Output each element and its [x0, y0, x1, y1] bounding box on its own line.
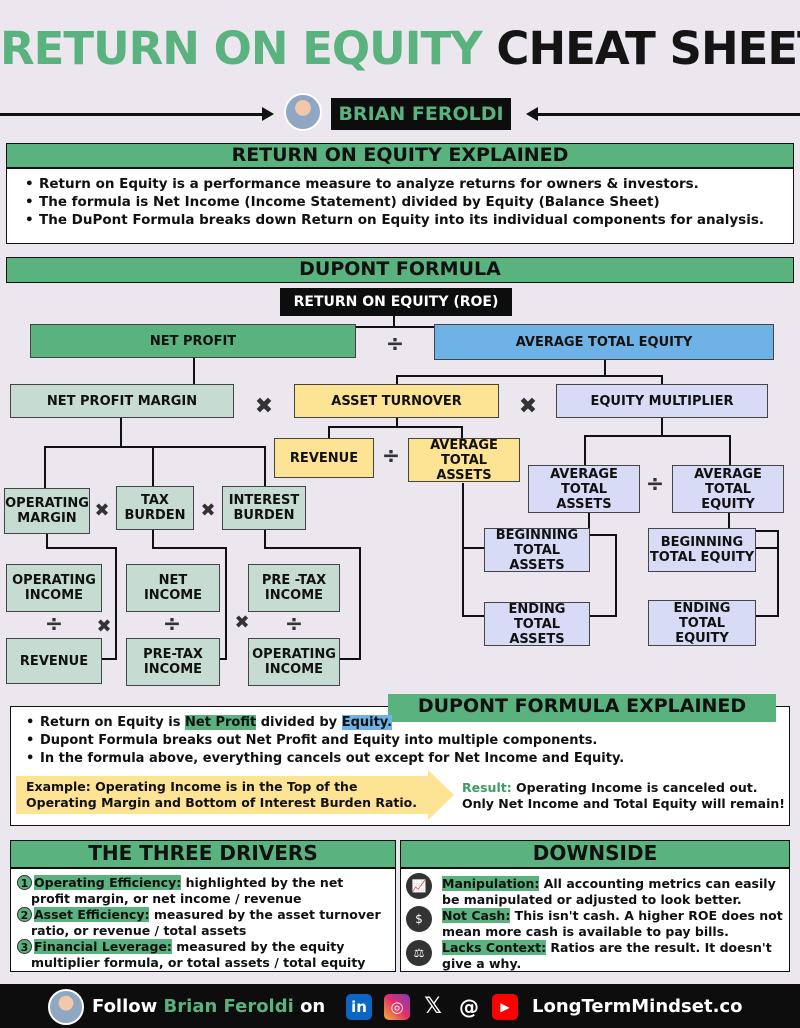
beginning-total-equity-box: BEGINNING TOTAL EQUITY [648, 528, 756, 572]
roe-explained-panel: Return on Equity is a performance measur… [6, 168, 794, 244]
operating-income-box: OPERATING INCOME [6, 564, 102, 612]
revenue-box: REVENUE [274, 438, 374, 478]
divide-icon: ÷ [645, 472, 665, 497]
list-item: Not Cash: This isn't cash. A higher ROE … [442, 908, 783, 923]
divider-left [0, 113, 262, 116]
list-item: Lacks Context: Ratios are the result. It… [442, 940, 772, 955]
x-icon[interactable]: 𝕏 [420, 994, 446, 1020]
list-item: Dupont Formula breaks out Net Profit and… [26, 732, 624, 750]
highlight-net-profit: Net Profit [185, 715, 257, 730]
divide-icon: ÷ [381, 444, 401, 469]
asset-turnover-box: ASSET TURNOVER [294, 384, 499, 418]
website-link[interactable]: LongTermMindset.co [532, 996, 743, 1017]
example-arrow-icon [428, 770, 454, 820]
footer-follow-text: Follow Brian Feroldi on [92, 996, 326, 1017]
dupont-explained-bullets: Return on Equity is Net Profit divided b… [26, 714, 624, 768]
highlight-equity: Equity. [341, 715, 393, 730]
multiply-icon: ✖ [518, 394, 538, 419]
net-profit-box: NET PROFIT [30, 324, 356, 358]
linkedin-icon[interactable]: in [346, 994, 372, 1020]
avatar [284, 93, 322, 131]
title-part-black: CHEAT SHEET [496, 22, 800, 75]
instagram-icon[interactable]: ◎ [384, 994, 410, 1020]
youtube-icon[interactable]: ▶ [492, 994, 518, 1020]
example-callout [16, 776, 428, 814]
divide-icon: ÷ [385, 332, 405, 357]
interest-burden-box: INTEREST BURDEN [222, 486, 306, 530]
divide-icon: ÷ [162, 612, 182, 637]
roe-box: RETURN ON EQUITY (ROE) [280, 288, 512, 316]
title-part-green: RETURN ON EQUITY [0, 22, 483, 75]
list-item: The DuPont Formula breaks down Return on… [25, 211, 793, 229]
avg-total-equity-box-2: AVERAGE TOTAL EQUITY [672, 465, 784, 513]
section-heading-roe-explained: RETURN ON EQUITY EXPLAINED [6, 143, 794, 168]
downside-items: Manipulation: All accounting metrics can… [442, 876, 783, 971]
multiply-icon: ✖ [234, 612, 250, 633]
net-profit-margin-box: NET PROFIT MARGIN [10, 384, 234, 418]
section-heading-downside: DOWNSIDE [400, 840, 790, 868]
author-name: BRIAN FEROLDI [331, 98, 511, 130]
section-heading-dupont: DUPONT FORMULA [6, 257, 794, 283]
list-item: In the formula above, everything cancels… [26, 750, 624, 768]
operating-income-box-2: OPERATING INCOME [248, 638, 340, 686]
result-text: Result: Operating Income is canceled out… [462, 780, 785, 811]
list-item: Manipulation: All accounting metrics can… [442, 876, 776, 891]
divide-icon: ÷ [44, 612, 64, 637]
threads-icon[interactable]: @ [456, 994, 482, 1020]
divide-icon: ÷ [284, 612, 304, 637]
avg-total-assets-box-2: AVERAGE TOTAL ASSETS [528, 465, 640, 513]
tax-burden-box: TAX BURDEN [116, 486, 194, 530]
section-heading-three-drivers: THE THREE DRIVERS [10, 840, 396, 868]
multiply-icon: ✖ [96, 616, 112, 637]
footer-avatar [48, 989, 84, 1025]
net-income-box: NET INCOME [126, 564, 220, 612]
list-item: Return on Equity is Net Profit divided b… [26, 714, 624, 732]
list-item: The formula is Net Income (Income Statem… [25, 193, 793, 211]
scale-icon: ⚖ [406, 940, 432, 966]
beginning-total-assets-box: BEGINNING TOTAL ASSETS [484, 528, 590, 573]
operating-margin-box: OPERATING MARGIN [4, 488, 90, 534]
chart-icon: 📈 [406, 873, 432, 899]
pretax-income-box-2: PRE-TAX INCOME [126, 638, 220, 686]
multiply-icon: ✖ [200, 500, 216, 521]
example-text: Example: Operating Income is in the Top … [26, 779, 418, 810]
equity-multiplier-box: EQUITY MULTIPLIER [556, 384, 768, 418]
arrow-right-icon [262, 107, 274, 121]
revenue-box-2: REVENUE [6, 638, 102, 684]
arrow-left-icon [526, 107, 538, 121]
multiply-icon: ✖ [94, 500, 110, 521]
list-item: Return on Equity is a performance measur… [25, 175, 793, 193]
ending-total-equity-box: ENDING TOTAL EQUITY [648, 600, 756, 646]
pretax-income-box: PRE -TAX INCOME [248, 564, 340, 612]
page-title: RETURN ON EQUITY CHEAT SHEET [0, 22, 800, 75]
avg-total-equity-box: AVERAGE TOTAL EQUITY [434, 324, 774, 360]
divider-right [538, 113, 800, 116]
multiply-icon: ✖ [254, 394, 274, 419]
money-icon: $ [406, 906, 432, 932]
avg-total-assets-box: AVERAGE TOTAL ASSETS [408, 438, 520, 483]
ending-total-assets-box: ENDING TOTAL ASSETS [484, 602, 590, 647]
